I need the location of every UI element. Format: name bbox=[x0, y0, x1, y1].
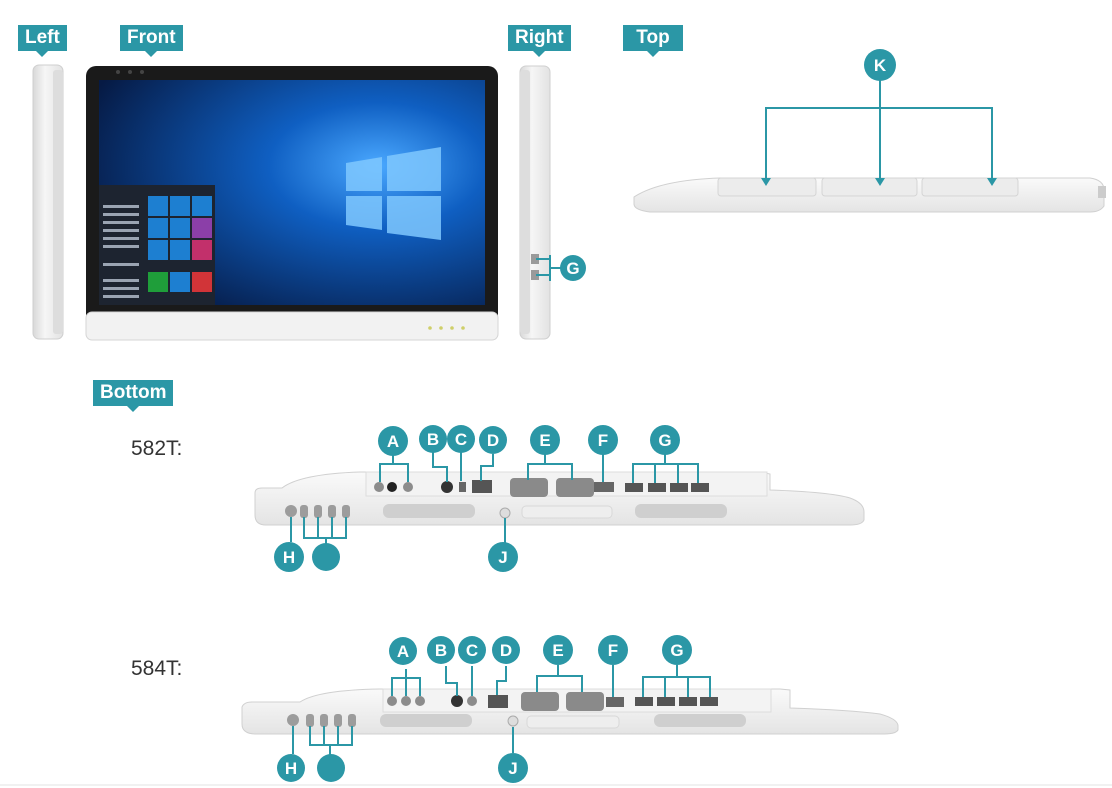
svg-text:G: G bbox=[670, 641, 683, 660]
svg-text:A: A bbox=[397, 642, 409, 661]
svg-text:F: F bbox=[608, 641, 618, 660]
marker-b-582t: B bbox=[419, 425, 447, 453]
marker-j-582t: J bbox=[488, 542, 518, 572]
svg-text:H: H bbox=[283, 548, 295, 567]
right-side-view bbox=[519, 65, 562, 340]
marker-g-582t: G bbox=[650, 425, 680, 455]
svg-text:C: C bbox=[455, 430, 467, 449]
svg-text:K: K bbox=[874, 56, 887, 75]
marker-e-584t: E bbox=[543, 635, 573, 665]
svg-text:D: D bbox=[487, 431, 499, 450]
marker-b-584t: B bbox=[427, 636, 455, 664]
marker-c-582t: C bbox=[447, 425, 475, 453]
windows-logo-icon bbox=[346, 147, 441, 240]
marker-h-584t: H bbox=[277, 754, 305, 782]
svg-text:B: B bbox=[427, 430, 439, 449]
tag-right: Right bbox=[508, 25, 571, 57]
marker-g-right: G bbox=[560, 255, 586, 281]
marker-d-584t: D bbox=[492, 636, 520, 664]
marker-e-582t: E bbox=[530, 425, 560, 455]
svg-text:J: J bbox=[498, 548, 507, 567]
marker-i-584t bbox=[317, 754, 345, 782]
tag-top: Top bbox=[623, 25, 683, 57]
svg-text:G: G bbox=[658, 431, 671, 450]
marker-g-584t: G bbox=[662, 635, 692, 665]
bottom-view-582t bbox=[254, 452, 865, 546]
marker-c-584t: C bbox=[458, 636, 486, 664]
model-label-582t: 582T: bbox=[131, 437, 183, 460]
marker-a-584t: A bbox=[389, 637, 417, 665]
marker-a-582t: A bbox=[378, 426, 408, 456]
left-side-view bbox=[32, 64, 64, 340]
marker-j-584t: J bbox=[498, 753, 528, 783]
svg-text:F: F bbox=[598, 431, 608, 450]
tag-bottom: Bottom bbox=[93, 380, 174, 412]
tag-left: Left bbox=[18, 25, 67, 57]
marker-f-582t: F bbox=[588, 425, 618, 455]
tag-front: Front bbox=[120, 25, 183, 57]
svg-text:C: C bbox=[466, 641, 478, 660]
svg-text:J: J bbox=[508, 759, 517, 778]
front-view bbox=[85, 66, 499, 341]
svg-text:B: B bbox=[435, 641, 447, 660]
top-view bbox=[633, 80, 1106, 213]
marker-h-582t: H bbox=[274, 542, 304, 572]
marker-k: K bbox=[864, 49, 896, 81]
svg-text:D: D bbox=[500, 641, 512, 660]
bottom-view-584t bbox=[241, 665, 899, 755]
marker-f-584t: F bbox=[598, 635, 628, 665]
svg-text:A: A bbox=[387, 432, 399, 451]
svg-text:H: H bbox=[285, 759, 297, 778]
model-label-584t: 584T: bbox=[131, 657, 183, 680]
svg-text:E: E bbox=[539, 431, 550, 450]
svg-text:E: E bbox=[552, 641, 563, 660]
svg-text:G: G bbox=[566, 259, 579, 278]
marker-i-582t bbox=[312, 543, 340, 571]
marker-d-582t: D bbox=[479, 426, 507, 454]
